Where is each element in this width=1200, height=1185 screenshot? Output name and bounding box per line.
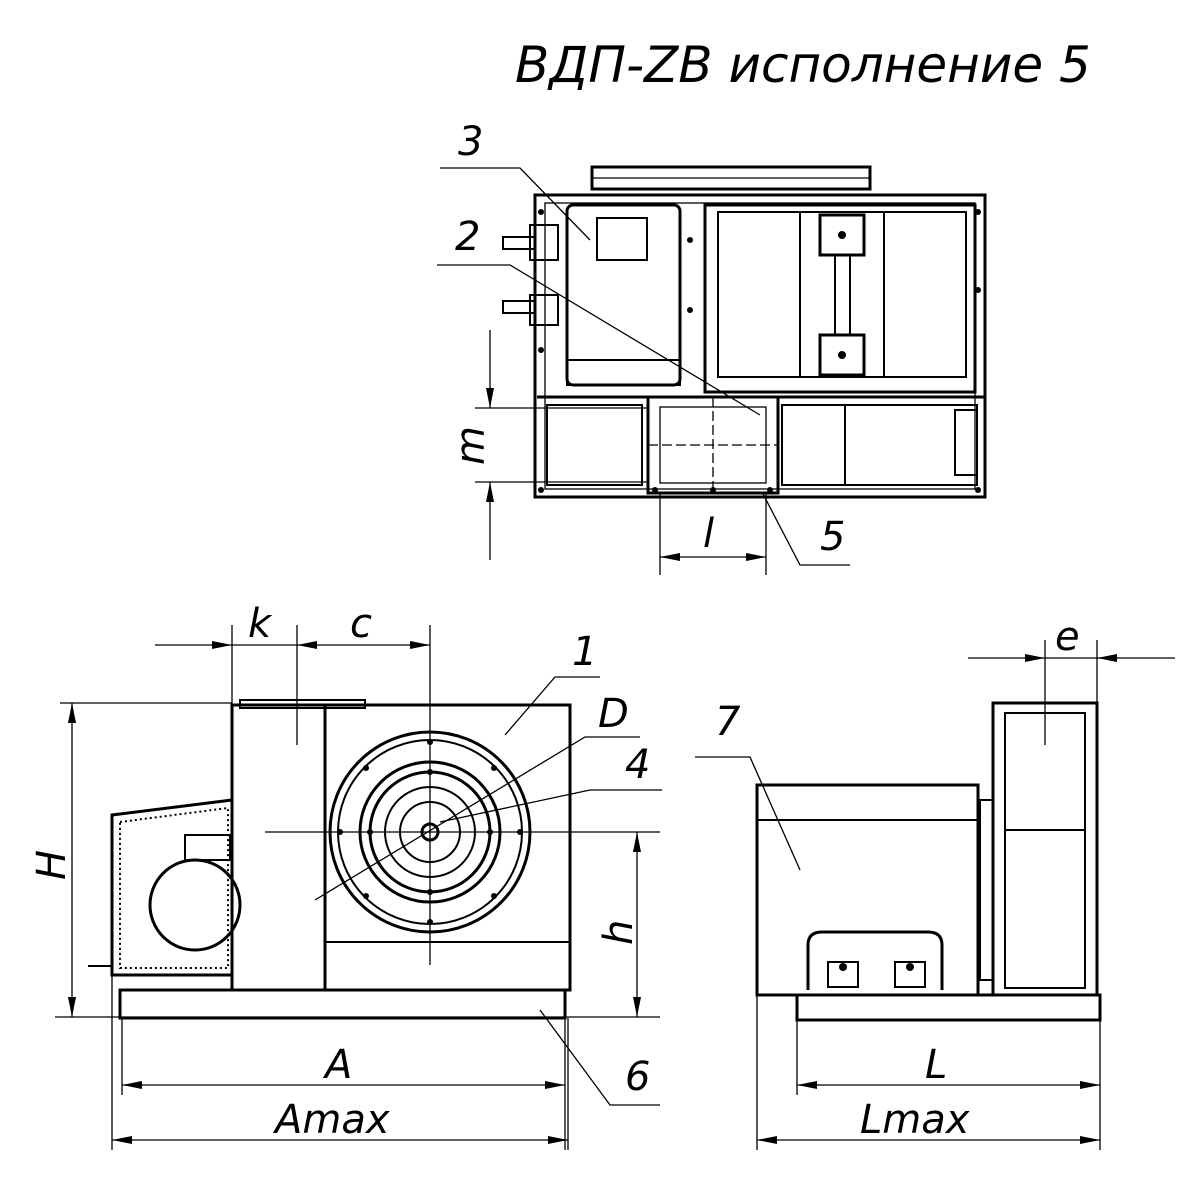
dim-Lmax-label: Lmax [860, 1097, 970, 1143]
callout-3: 3 [458, 119, 483, 165]
dim-L-label: L [925, 1042, 947, 1088]
dim-Amax-label: Amax [272, 1097, 390, 1143]
callout-1: 1 [572, 629, 597, 675]
dim-H-label: H [29, 850, 75, 880]
front-view: e L Lmax 7 [695, 614, 1175, 1150]
base-frame [118, 988, 567, 1020]
dim-l-label: l [703, 511, 714, 557]
dim-D-label: D [598, 691, 629, 737]
top-view: m l 3 2 5 [437, 119, 987, 575]
dim-h-label: h [596, 920, 642, 945]
callout-5: 5 [820, 514, 845, 560]
fan-housing-front [991, 701, 1099, 997]
dim-c-label: c [350, 601, 372, 647]
callout-4: 4 [625, 742, 650, 788]
drawing-title: ВДП-ZB исполнение 5 [515, 36, 1091, 94]
dim-m-label: m [448, 426, 494, 465]
dim-e-label: e [1055, 614, 1080, 660]
base-frame-front [795, 993, 1102, 1022]
callout-2: 2 [455, 214, 480, 260]
callout-6: 6 [625, 1054, 650, 1100]
motor-box [755, 783, 980, 997]
side-view: H h k c A Amax 1 D 4 6 [29, 601, 662, 1150]
dim-A-label: A [322, 1042, 352, 1088]
dim-k-label: k [248, 601, 273, 647]
callout-7: 7 [715, 699, 741, 745]
motor-top [565, 203, 682, 387]
